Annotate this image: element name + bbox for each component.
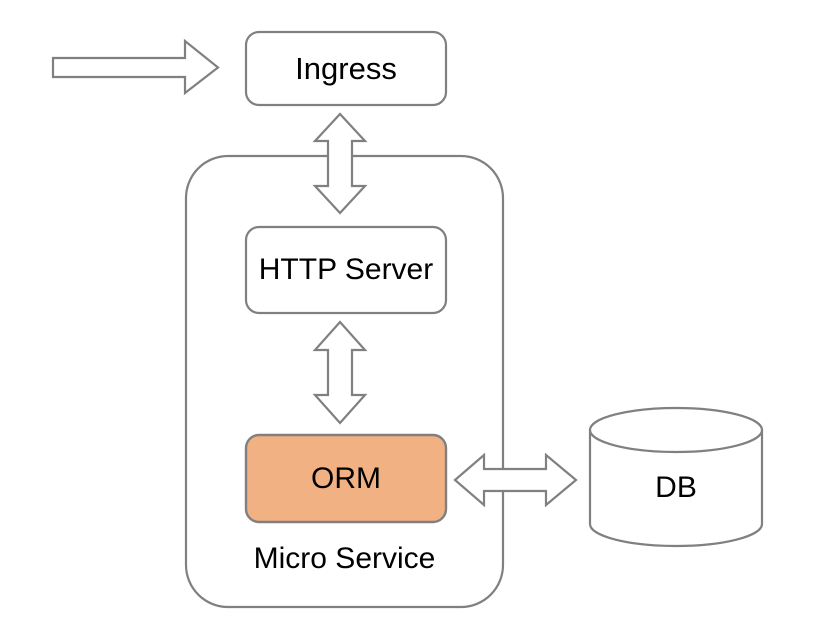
db-node[interactable] [588, 406, 764, 548]
inbound-traffic-arrow [51, 38, 220, 96]
db-cylinder-top-ellipse [588, 406, 764, 454]
orm-db-bidirectional-arrow [453, 452, 578, 508]
http-server-node[interactable] [244, 225, 448, 315]
http-orm-bidirectional-arrow [312, 320, 368, 425]
orm-node[interactable] [244, 433, 448, 524]
ingress-node[interactable] [244, 30, 448, 107]
ingress-http-bidirectional-arrow [312, 112, 368, 215]
